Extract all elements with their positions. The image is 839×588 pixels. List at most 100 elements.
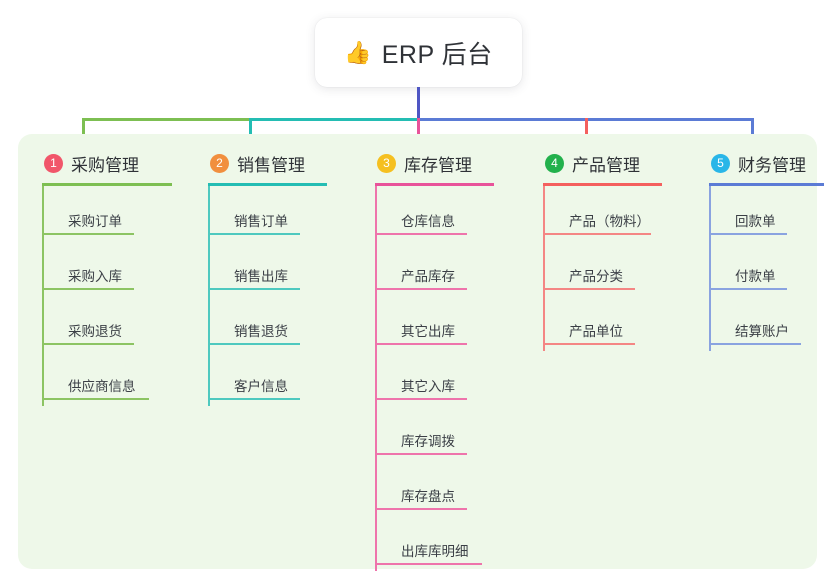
drop-connector-1 xyxy=(82,118,85,148)
list-item-rule xyxy=(44,398,149,400)
list-item[interactable]: 其它入库 xyxy=(375,351,515,406)
branch-badge-4: 4 xyxy=(545,153,564,173)
list-item-rule xyxy=(210,343,300,345)
branch-rule-5 xyxy=(709,183,824,186)
list-item-label: 产品单位 xyxy=(569,324,623,339)
branch-header-4[interactable]: 4 产品管理 xyxy=(543,148,693,178)
list-item-label: 采购订单 xyxy=(68,214,122,229)
list-item-label: 客户信息 xyxy=(234,379,288,394)
drop-connector-4 xyxy=(585,118,588,148)
list-item-rule xyxy=(545,343,635,345)
branch-rule-1 xyxy=(42,183,172,186)
list-item-rule xyxy=(377,233,467,235)
branch-items-2: 销售订单 销售出库 销售退货 客户信息 xyxy=(208,186,348,406)
list-item[interactable]: 采购订单 xyxy=(42,186,182,241)
branch-column-3: 3 库存管理 仓库信息 产品库存 其它出库 其它入库 xyxy=(375,148,515,571)
drop-connector-2 xyxy=(249,118,252,148)
branch-title-4: 产品管理 xyxy=(572,155,640,175)
list-item-rule xyxy=(377,288,467,290)
list-item[interactable]: 结算账户 xyxy=(709,296,839,351)
list-item-label: 回款单 xyxy=(735,214,776,229)
bus-segment-1 xyxy=(82,118,250,121)
branch-header-3[interactable]: 3 库存管理 xyxy=(375,148,515,178)
list-item-rule xyxy=(377,563,482,565)
branch-header-5[interactable]: 5 财务管理 xyxy=(709,148,839,178)
list-item-label: 仓库信息 xyxy=(401,214,455,229)
list-item[interactable]: 供应商信息 xyxy=(42,351,182,406)
list-item-label: 供应商信息 xyxy=(68,379,136,394)
drop-connector-3 xyxy=(417,118,420,148)
list-item[interactable]: 仓库信息 xyxy=(375,186,515,241)
list-item[interactable]: 库存盘点 xyxy=(375,461,515,516)
branch-items-3: 仓库信息 产品库存 其它出库 其它入库 库存调拨 xyxy=(375,186,515,571)
list-item[interactable]: 产品分类 xyxy=(543,241,693,296)
list-item-label: 采购入库 xyxy=(68,269,122,284)
list-item-label: 出库库明细 xyxy=(401,544,469,559)
list-item[interactable]: 销售退货 xyxy=(208,296,348,351)
list-item[interactable]: 出库库明细 xyxy=(375,516,515,571)
list-item-label: 库存盘点 xyxy=(401,489,455,504)
list-item-rule xyxy=(377,508,467,510)
list-item-label: 产品库存 xyxy=(401,269,455,284)
list-item-rule xyxy=(210,233,300,235)
branch-title-3: 库存管理 xyxy=(404,155,472,175)
list-item-rule xyxy=(545,288,635,290)
branch-items-5: 回款单 付款单 结算账户 xyxy=(709,186,839,351)
list-item-rule xyxy=(44,343,134,345)
branch-badge-2: 2 xyxy=(210,153,229,173)
branch-rule-3 xyxy=(375,183,494,186)
branch-header-2[interactable]: 2 销售管理 xyxy=(208,148,348,178)
list-item[interactable]: 产品库存 xyxy=(375,241,515,296)
root-node[interactable]: 👍 ERP 后台 xyxy=(315,18,522,87)
list-item-label: 结算账户 xyxy=(735,324,789,339)
branch-column-1: 1 采购管理 采购订单 采购入库 采购退货 供应商信 xyxy=(42,148,182,406)
trunk-connector xyxy=(417,87,420,121)
list-item-label: 销售退货 xyxy=(234,324,288,339)
branch-title-2: 销售管理 xyxy=(237,155,305,175)
list-item-rule xyxy=(377,398,467,400)
bus-segment-2 xyxy=(249,118,419,121)
list-item-rule xyxy=(44,288,134,290)
list-item[interactable]: 库存调拨 xyxy=(375,406,515,461)
list-item[interactable]: 回款单 xyxy=(709,186,839,241)
list-item-label: 付款单 xyxy=(735,269,776,284)
list-item[interactable]: 销售订单 xyxy=(208,186,348,241)
list-item[interactable]: 销售出库 xyxy=(208,241,348,296)
branch-spine-1 xyxy=(42,186,44,406)
branch-rule-2 xyxy=(208,183,327,186)
branch-rule-4 xyxy=(543,183,662,186)
list-item-rule xyxy=(210,398,300,400)
branch-header-1[interactable]: 1 采购管理 xyxy=(42,148,182,178)
list-item[interactable]: 产品（物料） xyxy=(543,186,693,241)
list-item[interactable]: 产品单位 xyxy=(543,296,693,351)
list-item-rule xyxy=(377,343,467,345)
branch-column-4: 4 产品管理 产品（物料） 产品分类 产品单位 xyxy=(543,148,693,351)
list-item-label: 库存调拨 xyxy=(401,434,455,449)
branch-items-1: 采购订单 采购入库 采购退货 供应商信息 xyxy=(42,186,182,406)
list-item[interactable]: 采购退货 xyxy=(42,296,182,351)
list-item-label: 销售订单 xyxy=(234,214,288,229)
branches-panel: 1 采购管理 采购订单 采购入库 采购退货 供应商信 xyxy=(18,134,824,571)
list-item[interactable]: 付款单 xyxy=(709,241,839,296)
branch-title-5: 财务管理 xyxy=(738,155,806,175)
list-item-rule xyxy=(210,288,300,290)
branch-spine-5 xyxy=(709,186,711,351)
list-item-rule xyxy=(44,233,134,235)
list-item-rule xyxy=(545,233,651,235)
list-item-rule xyxy=(711,343,801,345)
branch-spine-3 xyxy=(375,186,377,571)
list-item-label: 产品分类 xyxy=(569,269,623,284)
list-item-label: 采购退货 xyxy=(68,324,122,339)
list-item-rule xyxy=(711,233,787,235)
branch-badge-3: 3 xyxy=(377,153,396,173)
list-item[interactable]: 采购入库 xyxy=(42,241,182,296)
list-item[interactable]: 客户信息 xyxy=(208,351,348,406)
branch-items-4: 产品（物料） 产品分类 产品单位 xyxy=(543,186,693,351)
list-item[interactable]: 其它出库 xyxy=(375,296,515,351)
root-node-label: ERP 后台 xyxy=(381,40,493,69)
branch-column-5: 5 财务管理 回款单 付款单 结算账户 xyxy=(709,148,839,351)
branch-title-1: 采购管理 xyxy=(71,155,139,175)
branch-spine-2 xyxy=(208,186,210,406)
list-item-label: 销售出库 xyxy=(234,269,288,284)
